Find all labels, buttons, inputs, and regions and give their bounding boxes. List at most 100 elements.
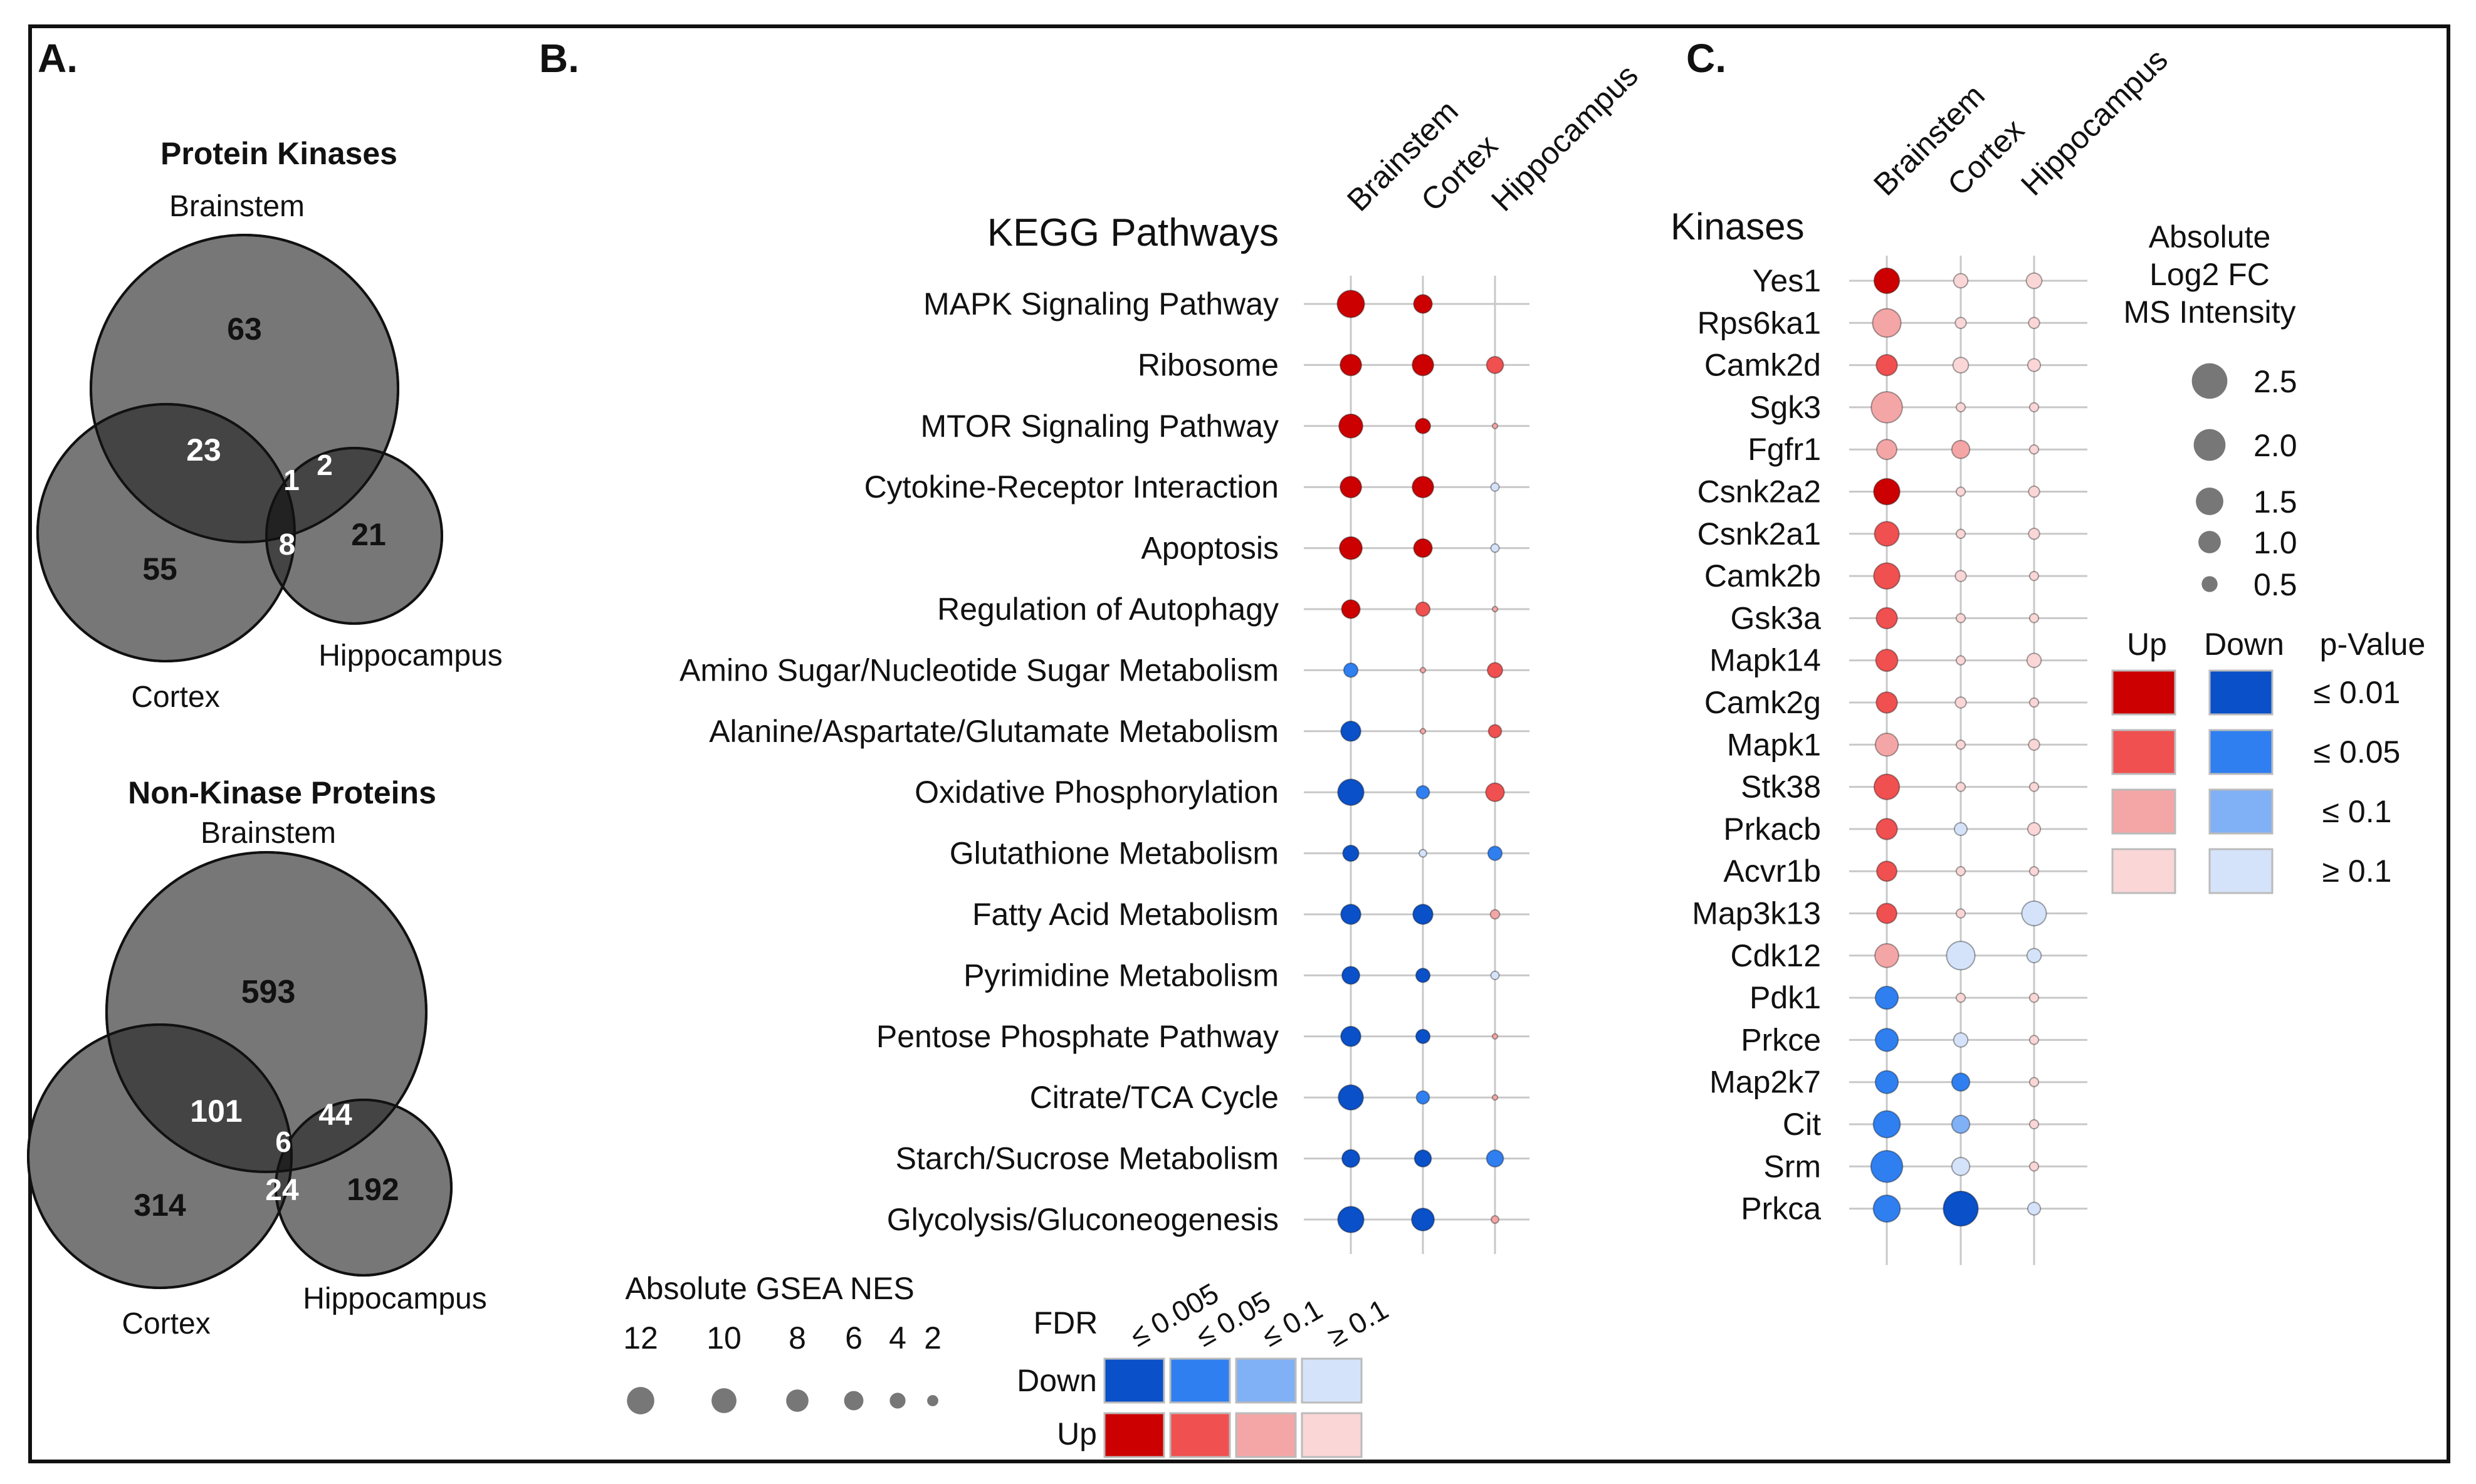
kegg-dot: [1491, 1033, 1499, 1040]
kinase-size-legend-value: 1.0: [2253, 525, 2297, 560]
kinase-dot: [1873, 478, 1901, 506]
kinase-dot: [2028, 570, 2040, 582]
kinase-region-bc: 23: [186, 432, 221, 468]
kinase-size-legend-value: 1.5: [2253, 484, 2297, 520]
kinase-dot: [1955, 655, 1966, 666]
kegg-dot: [1419, 728, 1427, 735]
kinase-dot: [2028, 992, 2040, 1003]
kegg-dot: [1419, 849, 1427, 858]
kinase-row-label: Pdk1: [1749, 980, 1821, 1015]
kinase-size-legend-dot: [2198, 531, 2221, 553]
kinase-dot: [1873, 773, 1901, 800]
kegg-dot: [1415, 968, 1431, 983]
kinase-row-label: Stk38: [1741, 770, 1821, 805]
kegg-size-legend-value: 4: [889, 1320, 906, 1356]
kinase-row-label: Srm: [1763, 1149, 1821, 1184]
kinase-pvalue-threshold-4: ≥ 0.1: [2322, 854, 2392, 889]
kegg-dot: [1490, 482, 1500, 492]
kinase-dot: [1874, 521, 1900, 547]
kinase-dot: [1955, 908, 1966, 919]
kinase-size-legend-title-2: Log2 FC: [2149, 257, 2270, 292]
kinase-dot: [1955, 866, 1966, 877]
kinase-row-label: Prkacb: [1723, 812, 1821, 847]
kinase-row-label: Prkca: [1741, 1191, 1821, 1226]
kegg-dot: [1337, 1206, 1365, 1233]
kinase-pvalue-threshold-3: ≤ 0.1: [2322, 794, 2392, 829]
kinase-brainstem-label: Brainstem: [169, 190, 305, 223]
kegg-dot: [1487, 724, 1503, 739]
kinase-dot: [1873, 267, 1901, 295]
kegg-dot: [1491, 1094, 1499, 1101]
kegg-dot: [1486, 1149, 1504, 1168]
kinase-dot: [1874, 985, 1899, 1010]
kinase-row-label: Mapk1: [1727, 727, 1821, 762]
kegg-legend-down-label: Down: [1017, 1363, 1097, 1398]
kegg-dot: [1412, 904, 1434, 925]
non-kinase-region-brainstem-only: 593: [241, 974, 296, 1010]
kinase-legend-up-label: Up: [2127, 627, 2167, 662]
kinase-legend-up-3: [2111, 788, 2176, 835]
kegg-legend-up-label: Up: [1057, 1416, 1097, 1451]
kegg-size-legend-dot: [889, 1393, 906, 1409]
kegg-row-label: Glycolysis/Gluconeogenesis: [887, 1202, 1279, 1237]
non-kinase-venn-title: Non-Kinase Proteins: [128, 775, 436, 810]
kinase-dot: [1946, 941, 1976, 971]
kinase-dot: [1951, 1156, 1971, 1176]
kinase-dot: [1876, 902, 1897, 924]
kegg-dot: [1415, 785, 1430, 800]
kegg-size-legend-value: 12: [623, 1320, 658, 1356]
non-kinase-hippocampus-label: Hippocampus: [303, 1282, 486, 1315]
kinase-region-ch: 8: [279, 528, 296, 562]
kinase-dot: [2028, 1161, 2040, 1172]
kinase-row-label: Yes1: [1753, 263, 1821, 298]
non-kinase-venn: Non-Kinase Proteins Brainstem 593 101 6 …: [27, 775, 487, 1340]
kinase-legend-down-1: [2208, 669, 2274, 716]
kinase-dot: [2028, 1119, 2040, 1130]
kegg-legend-down-4: [1301, 1357, 1363, 1404]
kegg-dot: [1338, 1084, 1364, 1111]
kegg-legend-down-1: [1103, 1357, 1165, 1404]
kinase-size-legend-value: 2.0: [2253, 428, 2297, 463]
kinase-legend-pvalue-label: p-Value: [2320, 627, 2426, 662]
kinase-dot: [1876, 439, 1897, 461]
kinase-size-legend-title-3: MS Intensity: [2123, 295, 2295, 330]
kinase-dot: [1955, 992, 1966, 1003]
kinase-row-label: Camk2b: [1704, 558, 1821, 593]
kegg-row-label: Pentose Phosphate Pathway: [876, 1019, 1279, 1054]
kinase-dot: [1951, 439, 1971, 459]
kegg-row-label: Pyrimidine Metabolism: [963, 958, 1279, 993]
kegg-dot: [1419, 667, 1427, 674]
kinase-dot: [2028, 697, 2040, 708]
kegg-dot: [1414, 1149, 1432, 1168]
kinase-dot: [2028, 781, 2040, 792]
kegg-size-legend-dot: [927, 1395, 938, 1406]
kinase-size-legend-dot: [2196, 488, 2223, 515]
kegg-dot: [1341, 1149, 1361, 1168]
kinase-dot: [1955, 486, 1966, 497]
kegg-dot: [1487, 845, 1503, 861]
non-kinase-region-center: 6: [275, 1126, 291, 1158]
kinase-dot: [2027, 358, 2042, 372]
kinase-dot: [1955, 739, 1966, 750]
kinase-pvalue-threshold-1: ≤ 0.01: [2314, 675, 2401, 710]
kegg-dot: [1487, 662, 1503, 679]
kinase-dot: [1874, 943, 1899, 968]
kegg-dot: [1412, 476, 1434, 499]
kinase-dot: [2028, 316, 2040, 330]
kinase-legend-down-2: [2208, 729, 2274, 775]
kegg-dot: [1415, 1090, 1430, 1105]
kinase-dot: [2028, 485, 2040, 498]
kinase-row-label: Fgfr1: [1748, 432, 1821, 467]
kinase-row-label: Gsk3a: [1730, 600, 1821, 635]
kinase-dot: [2027, 822, 2042, 837]
kinase-dot: [1943, 1190, 1979, 1227]
kinase-dot: [1953, 822, 1968, 837]
kinase-row-label: Mapk14: [1709, 643, 1821, 678]
kinase-dot: [2028, 528, 2040, 540]
kinase-region-bh: 2: [317, 449, 333, 481]
kegg-dot: [1489, 909, 1501, 920]
kegg-row-label: Glutathione Metabolism: [950, 836, 1279, 871]
kegg-row-label: Regulation of Autophagy: [937, 592, 1279, 627]
